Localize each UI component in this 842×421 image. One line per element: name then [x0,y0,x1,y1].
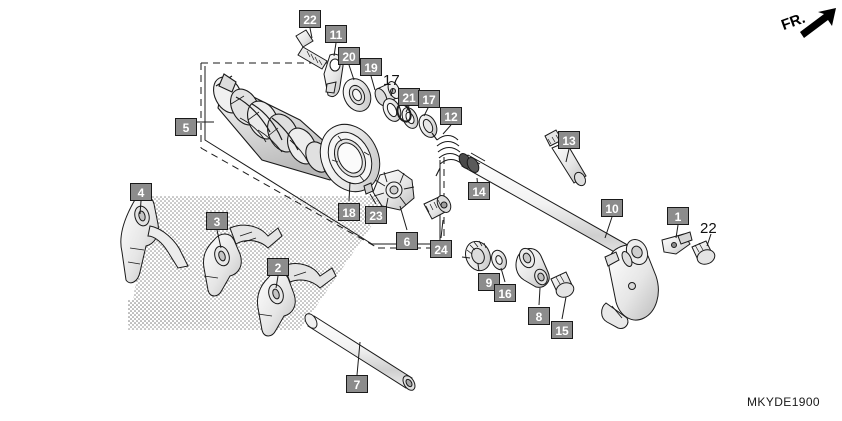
callout-19[interactable]: 19 [360,58,382,76]
callout-8[interactable]: 8 [528,307,550,325]
callout-14[interactable]: 14 [468,182,490,200]
callout-2[interactable]: 2 [267,258,289,276]
callout-24[interactable]: 24 [430,240,452,258]
part-dowel-pin [363,182,374,195]
part-flange-bolt-right [691,240,716,265]
callout-4[interactable]: 4 [130,183,152,201]
callout-20[interactable]: 20 [338,47,360,65]
part-flange-bolt-top [295,29,328,70]
part-gearshift-fork-right [257,263,337,337]
part-shift-arm-plate [661,231,693,255]
part-shift-arm-assembly [601,238,659,329]
part-oil-seal [418,114,438,138]
callout-6[interactable]: 6 [396,232,418,250]
callout-5[interactable]: 5 [175,118,197,136]
part-stopper-arm [515,247,550,288]
part-thrust-washer-a [382,98,402,122]
callout-10[interactable]: 10 [601,199,623,217]
part-gearshift-fork-shaft [304,313,416,391]
shading-region [128,196,392,330]
part-return-spring [431,132,463,177]
part-gearshift-fork-left [120,194,189,284]
part-shift-drum-cam-center [372,169,415,211]
callout-7[interactable]: 7 [346,375,368,393]
callout-17[interactable]: 17 [383,72,400,89]
part-gearshift-fork-center [203,224,283,297]
part-stopper-arm-bolt [550,271,575,298]
callout-12[interactable]: 12 [440,107,462,125]
assembly-boundary-solid [204,66,441,245]
document-id: MKYDE1900 [747,395,820,409]
callout-23[interactable]: 23 [365,206,387,224]
part-drum-bearing-holder [342,78,372,112]
callout-17[interactable]: 17 [418,90,440,108]
part-spindle-collar [461,240,491,272]
callout-22[interactable]: 22 [299,10,321,28]
part-cam-center-bolt [423,195,452,220]
callout-11[interactable]: 11 [325,25,347,43]
part-stopper-arm-pin [544,129,587,187]
callout-1[interactable]: 1 [667,207,689,225]
callout-15[interactable]: 15 [551,321,573,339]
callout-16[interactable]: 16 [494,284,516,302]
callout-22[interactable]: 22 [700,220,717,237]
fr-direction-arrow [800,8,836,38]
callout-21[interactable]: 21 [398,88,420,106]
callout-13[interactable]: 13 [558,131,580,149]
part-radial-ball-bearing [319,123,381,193]
part-gearshift-spindle [458,152,641,264]
callout-3[interactable]: 3 [206,212,228,230]
part-washer [491,249,507,271]
callout-18[interactable]: 18 [338,203,360,221]
